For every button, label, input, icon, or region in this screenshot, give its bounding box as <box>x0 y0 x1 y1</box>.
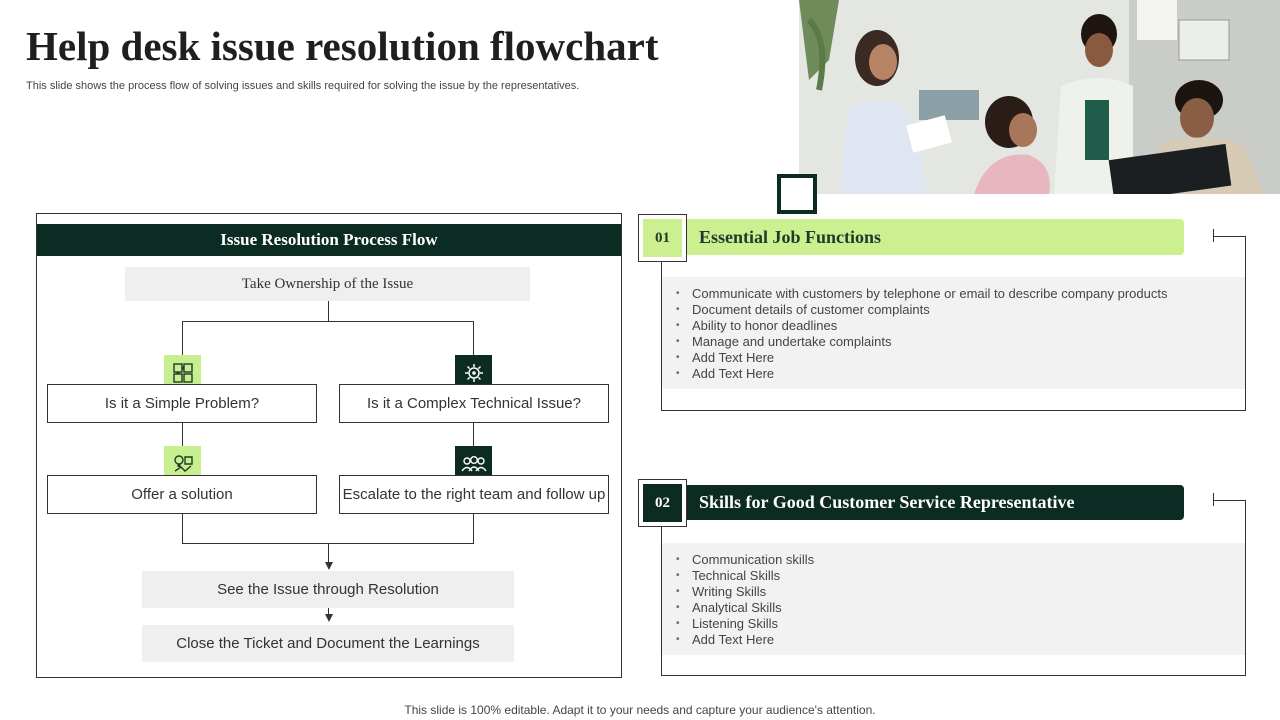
branch-simple-problem: Is it a Simple Problem? <box>47 384 317 423</box>
list-item: Add Text Here <box>674 350 1167 366</box>
section-1-bracket-tick <box>1213 229 1214 242</box>
section-2-bracket <box>1213 500 1246 501</box>
connector-line <box>473 514 474 543</box>
list-item: Document details of customer complaints <box>674 302 1167 318</box>
list-item: Communicate with customers by telephone … <box>674 286 1167 302</box>
connector-line <box>182 321 183 355</box>
section-1-list: Communicate with customers by telephone … <box>674 286 1167 382</box>
section-2-list: Communication skills Technical Skills Wr… <box>674 552 814 648</box>
connector-line <box>328 543 329 563</box>
page-subtitle: This slide shows the process flow of sol… <box>26 80 580 92</box>
connector-line <box>328 301 329 321</box>
list-item: Analytical Skills <box>674 600 814 616</box>
list-item: Technical Skills <box>674 568 814 584</box>
footer-note: This slide is 100% editable. Adapt it to… <box>404 703 876 717</box>
section-2-number: 02 <box>643 484 682 522</box>
list-item: Add Text Here <box>674 632 814 648</box>
connector-line <box>473 321 474 355</box>
step-see-through-resolution: See the Issue through Resolution <box>142 571 514 608</box>
action-offer-solution: Offer a solution <box>47 475 317 514</box>
section-2-bracket-side <box>1245 500 1246 521</box>
step-take-ownership: Take Ownership of the Issue <box>125 267 530 301</box>
list-item: Add Text Here <box>674 366 1167 382</box>
connector-line <box>182 514 183 543</box>
connector-line <box>473 423 474 446</box>
list-item: Listening Skills <box>674 616 814 632</box>
branch-complex-issue: Is it a Complex Technical Issue? <box>339 384 609 423</box>
section-1-bracket <box>1213 236 1246 237</box>
section-1-bracket-side <box>1245 236 1246 256</box>
list-item: Ability to honor deadlines <box>674 318 1167 334</box>
list-item: Manage and undertake complaints <box>674 334 1167 350</box>
arrow-down-icon <box>325 614 333 622</box>
team-photo-illustration <box>799 0 1280 194</box>
list-item: Writing Skills <box>674 584 814 600</box>
section-1-number: 01 <box>643 219 682 257</box>
section-1-title: Essential Job Functions <box>686 219 1184 255</box>
arrow-down-icon <box>325 562 333 570</box>
section-2-bracket-tick <box>1213 493 1214 506</box>
team-photo <box>799 0 1280 194</box>
connector-line <box>328 608 329 616</box>
photo-corner-marker <box>777 174 817 214</box>
process-flow-header: Issue Resolution Process Flow <box>37 224 621 256</box>
connector-line <box>182 321 474 322</box>
connector-line <box>182 423 183 446</box>
step-close-ticket: Close the Ticket and Document the Learni… <box>142 625 514 662</box>
section-2-title: Skills for Good Customer Service Represe… <box>686 485 1184 520</box>
action-escalate: Escalate to the right team and follow up <box>339 475 609 514</box>
list-item: Communication skills <box>674 552 814 568</box>
page-title: Help desk issue resolution flowchart <box>26 23 659 69</box>
